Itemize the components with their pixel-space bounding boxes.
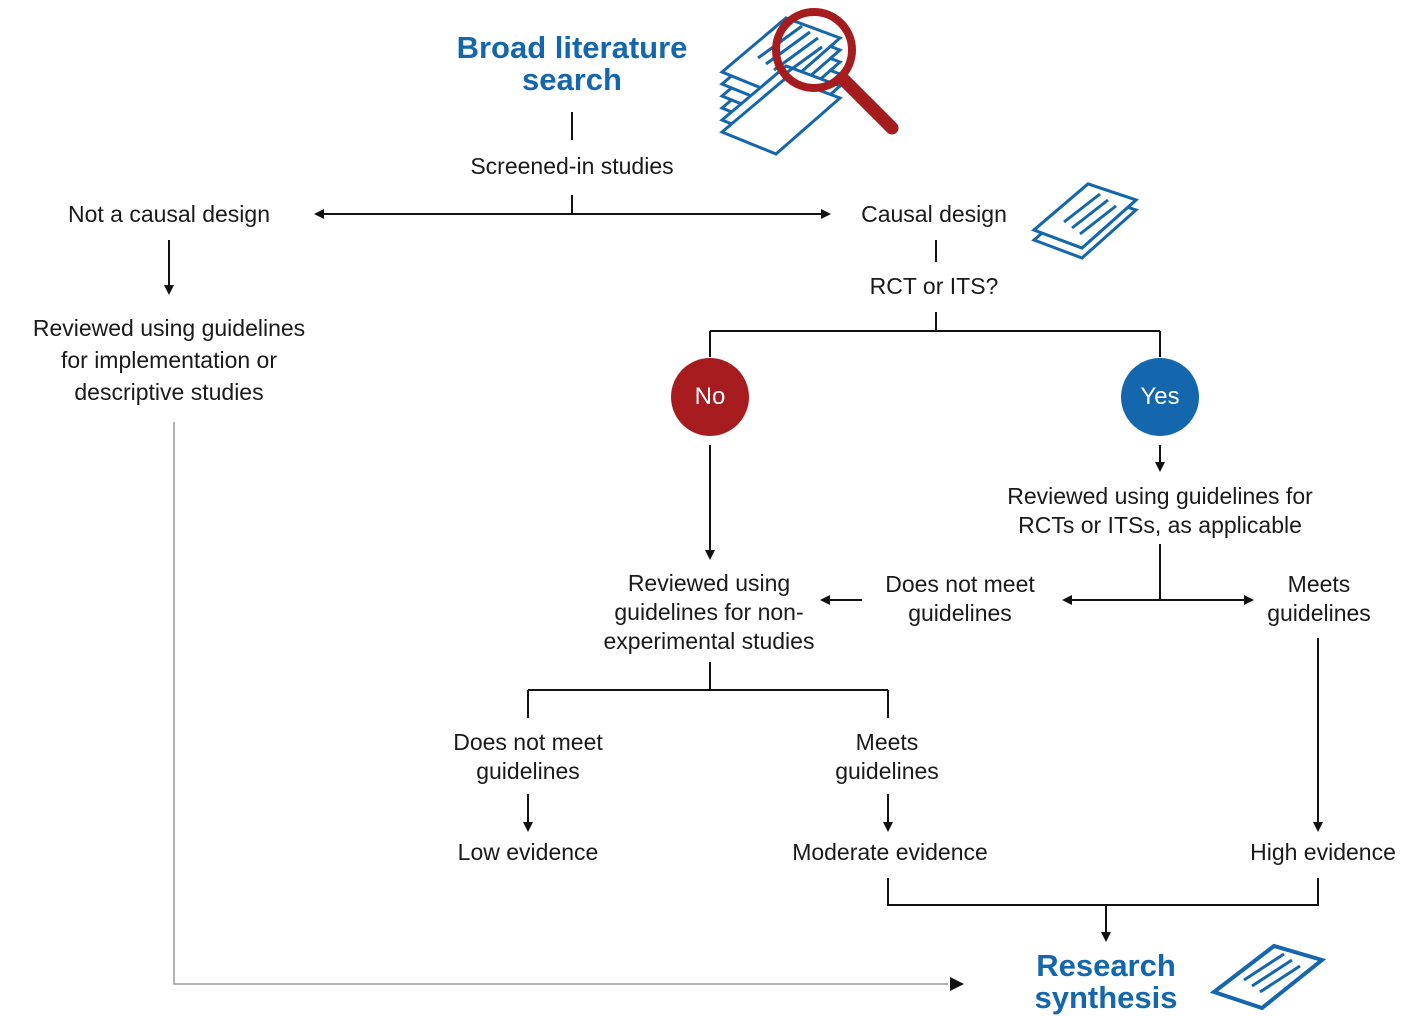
high-evidence-label: High evidence [1250, 839, 1396, 865]
meets-left-label: Meets guidelines [835, 729, 939, 784]
no-decision-circle: No [671, 358, 749, 436]
research-synthesis-title: Research synthesis [1034, 948, 1178, 1015]
yes-decision-circle: Yes [1121, 358, 1199, 436]
magnifier-icon [772, 8, 899, 135]
not-causal-design-label: Not a causal design [67, 201, 270, 227]
broad-literature-search-title: Broad literature search [456, 30, 688, 97]
rct-its-review-label: Reviewed using guidelines for RCTs or IT… [1007, 483, 1313, 538]
screened-in-label: Screened-in studies [470, 153, 674, 179]
meets-right-label: Meets guidelines [1267, 571, 1371, 626]
document-stack-icon [1031, 182, 1139, 260]
does-not-meet-left-label: Does not meet guidelines [453, 729, 603, 784]
document-icon [1210, 943, 1326, 1011]
nonexperimental-review-label: Reviewed using guidelines for non- exper… [603, 570, 815, 654]
moderate-evidence-label: Moderate evidence [792, 839, 988, 865]
causal-design-label: Causal design [861, 201, 1007, 227]
rct-or-its-question: RCT or ITS? [869, 273, 999, 299]
not-causal-review-label: Reviewed using guidelines for implementa… [32, 315, 306, 405]
document-stack-icon [719, 16, 843, 156]
does-not-meet-right-label: Does not meet guidelines [885, 571, 1035, 626]
low-evidence-label: Low evidence [457, 839, 599, 865]
